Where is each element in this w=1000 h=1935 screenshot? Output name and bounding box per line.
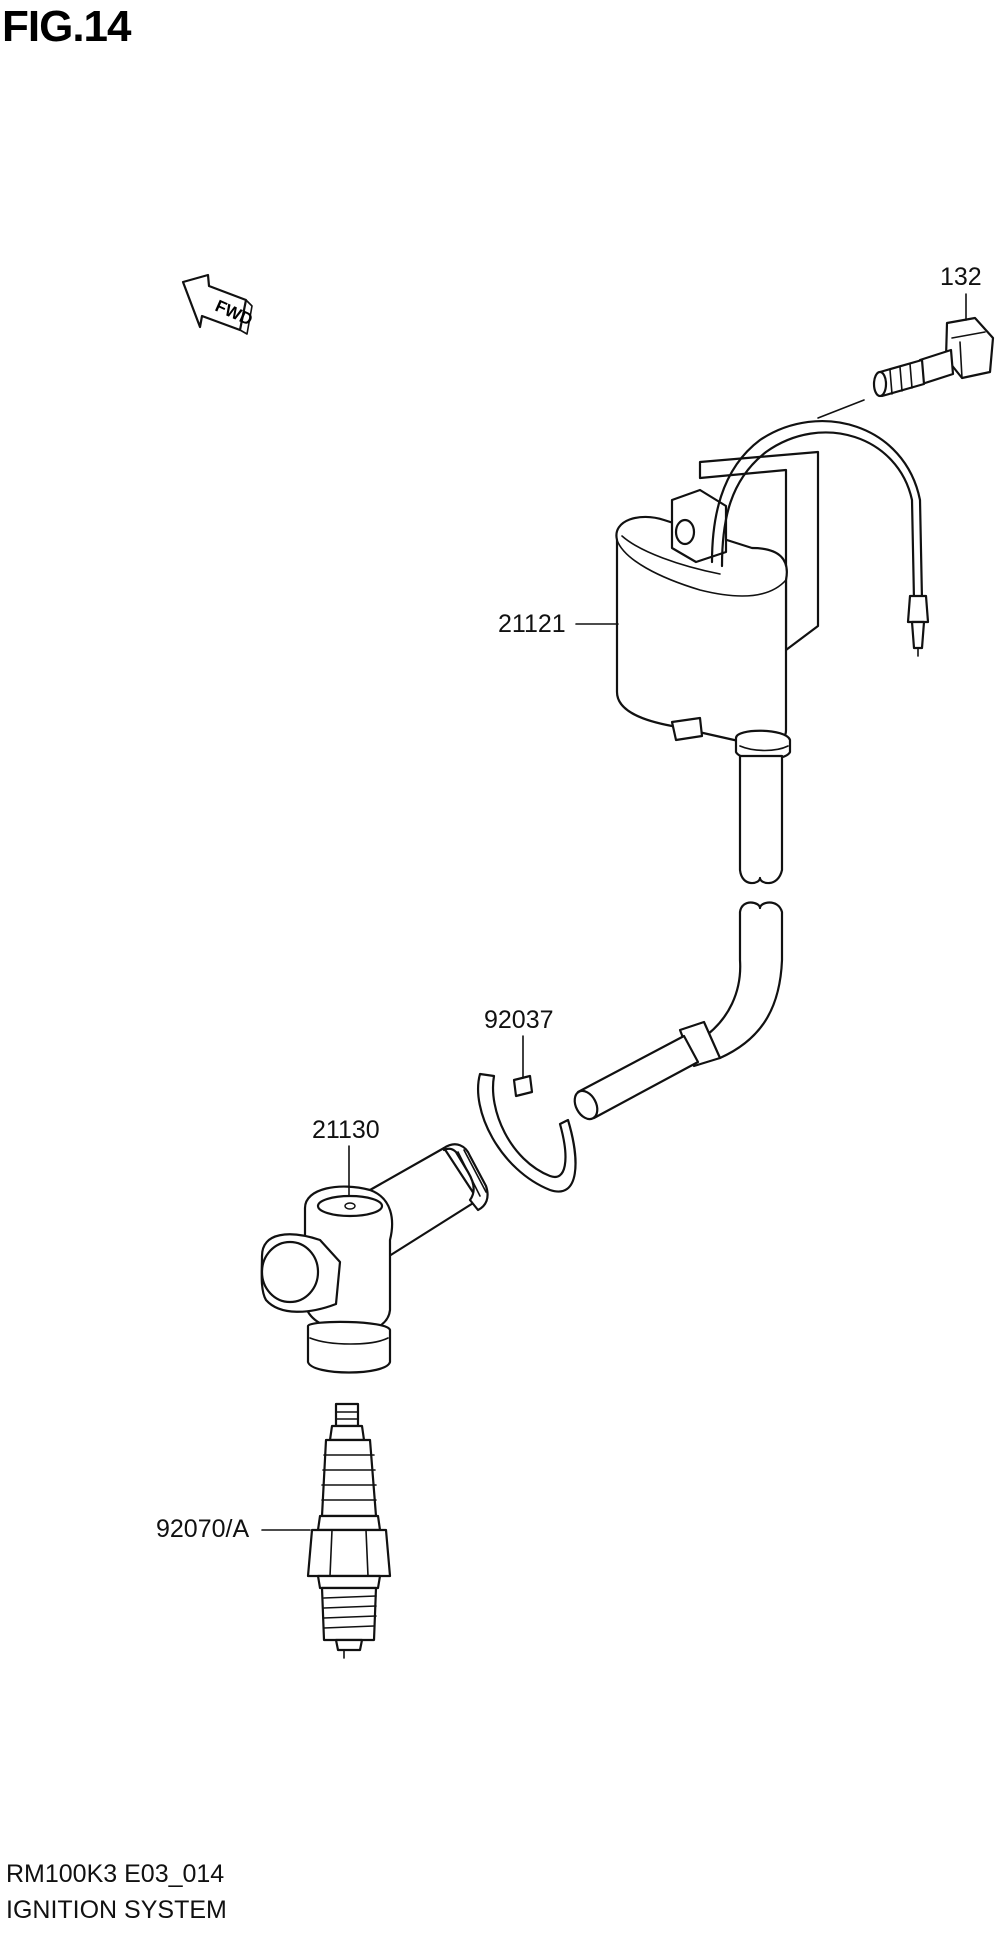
diagram-code: RM100K3 E03_014 — [6, 1860, 225, 1888]
high-tension-lead — [573, 754, 784, 1121]
section-name: IGNITION SYSTEM — [6, 1896, 227, 1924]
callout-21121: 21121 — [498, 610, 566, 638]
plug-cap-21130 — [260, 1143, 489, 1374]
figure-title: FIG.14 — [2, 2, 131, 51]
bolt-132 — [817, 316, 995, 419]
callout-92037: 92037 — [484, 1006, 554, 1034]
spark-plug-92070A — [306, 1402, 392, 1659]
clamp-92037 — [477, 1072, 577, 1193]
callout-21130: 21130 — [312, 1116, 380, 1144]
ignition-coil-21121 — [615, 419, 930, 761]
callout-132: 132 — [940, 263, 982, 291]
fwd-arrow-icon: FWD — [181, 273, 255, 335]
callout-92070A: 92070/A — [156, 1515, 250, 1543]
